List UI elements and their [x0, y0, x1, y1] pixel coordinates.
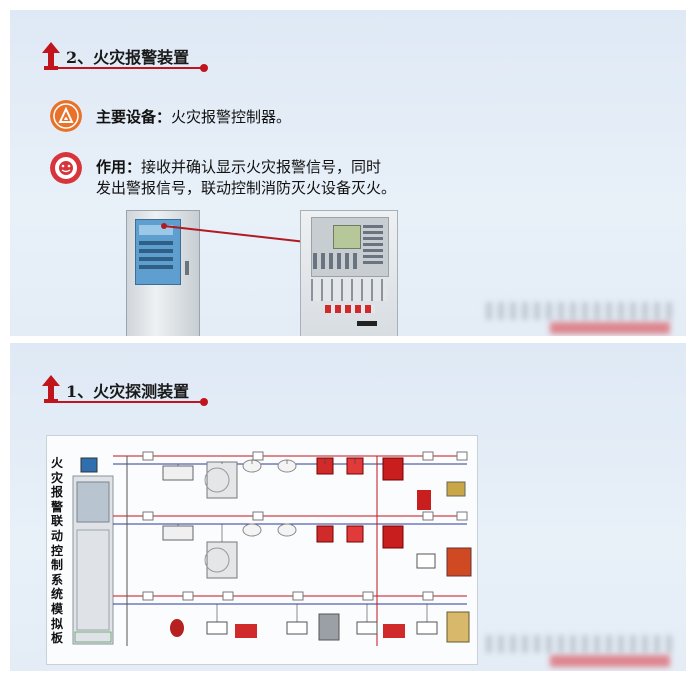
watermark-logo-red	[550, 322, 670, 334]
title-underline	[44, 401, 204, 403]
fire-alarm-linkage-diagram: 火灾报警联动控制系统模拟板	[46, 435, 478, 665]
alarm-face-icon	[50, 152, 82, 184]
alarm-control-panel-image	[300, 210, 398, 336]
connector-line	[161, 223, 309, 245]
function-line2: 发出警报信号，联动控制消防灭火设备灭火。	[96, 179, 397, 197]
diagram-vertical-title: 火灾报警联动控制系统模拟板	[51, 456, 64, 646]
red-up-arrow-icon	[42, 42, 60, 70]
title-underline-dot	[200, 64, 208, 72]
function-line1: 接收并确认显示火灾报警信号，同时	[141, 158, 382, 176]
wiring-schematic	[72, 451, 472, 646]
title-underline	[44, 67, 204, 69]
function-label: 作用：	[96, 158, 142, 176]
equipment-value: 火灾报警控制器。	[171, 108, 292, 126]
watermark-logo-red	[550, 655, 670, 667]
flame-alert-icon	[50, 100, 82, 132]
red-up-arrow-icon	[42, 375, 60, 403]
alarm-controller-cabinet-image	[126, 210, 200, 336]
panel-fire-alarm-device: 2、火灾报警装置 主要设备：火灾报警控制器。 作用：接收并确认显示火灾报警信号，…	[10, 10, 686, 336]
watermark-logo	[486, 635, 676, 653]
title-underline-dot	[200, 398, 208, 406]
equipment-label: 主要设备：	[96, 108, 172, 126]
section-title: 1、火灾探测装置	[66, 382, 190, 401]
watermark-logo	[486, 302, 676, 320]
panel-fire-detection-device: 1、火灾探测装置 火灾报警联动控制系统模拟板	[10, 343, 686, 671]
section-title: 2、火灾报警装置	[66, 48, 190, 67]
